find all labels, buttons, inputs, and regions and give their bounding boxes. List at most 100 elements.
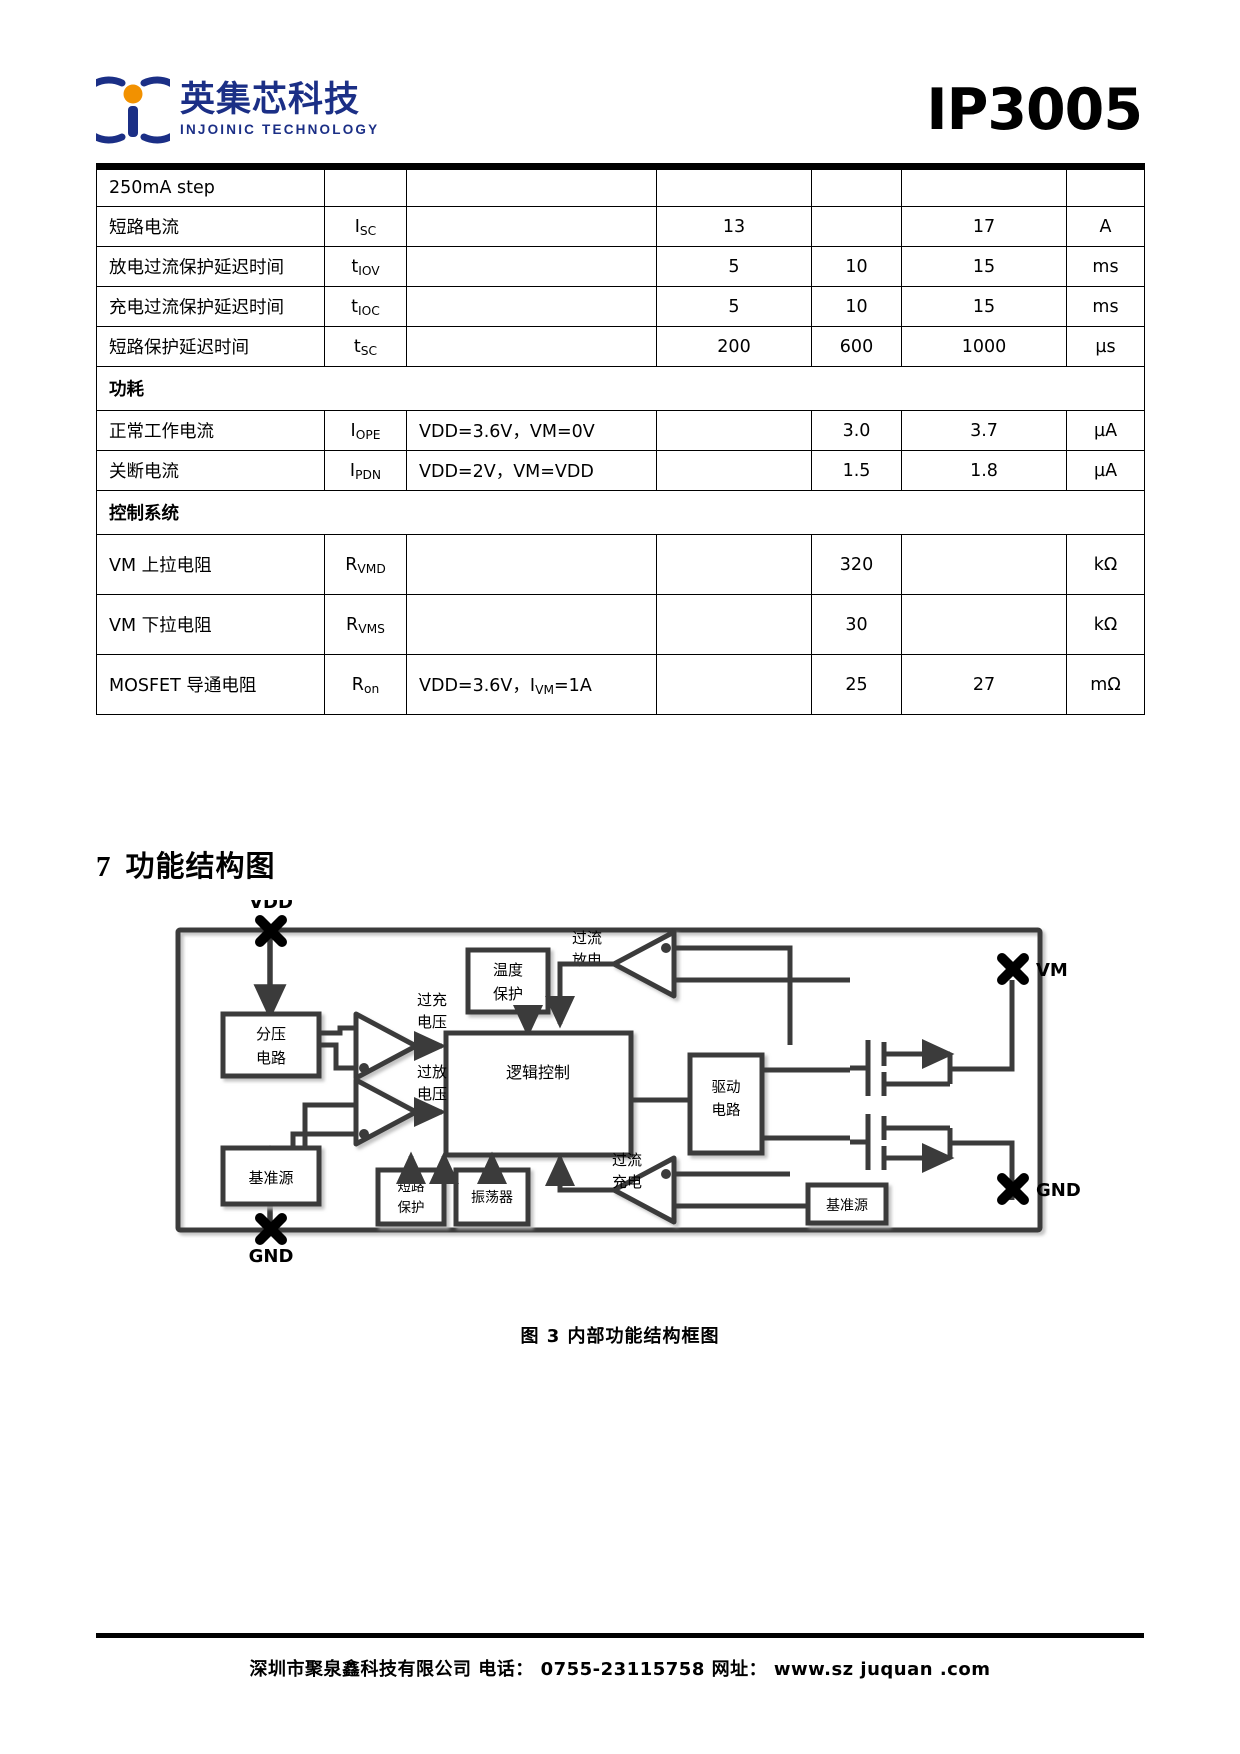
section-number: 7	[96, 851, 112, 883]
cell-max	[901, 166, 1067, 207]
table-row: VM 上拉电阻 RVMD 320 kΩ	[96, 534, 1145, 595]
symbol-base: t	[351, 296, 359, 317]
condition-tail: =1A	[554, 676, 592, 696]
logic-to-driver	[631, 1067, 850, 1141]
injoinic-logo-icon	[75, 73, 191, 147]
cell-condition	[406, 534, 657, 595]
label-oc-charge-1: 过流	[612, 1151, 642, 1169]
cell-max: 3.7	[901, 410, 1067, 451]
table-row: 短路电流 ISC 13 17 A	[96, 206, 1145, 247]
symbol-base: I	[350, 420, 356, 441]
cell-condition	[406, 326, 657, 367]
cell-param: 正常工作电流	[96, 410, 325, 451]
comparator-overdischarge	[353, 1077, 419, 1147]
section-title: 功能结构图	[125, 849, 276, 883]
footer-contact-info: 深圳市聚泉鑫科技有限公司 电话： 0755-23115758 网址： www.s…	[249, 1659, 991, 1680]
cell-typ: 600	[811, 326, 902, 367]
cell-min: 13	[656, 206, 812, 247]
symbol-subscript: IOC	[358, 303, 380, 318]
cell-unit: µs	[1066, 326, 1145, 367]
block-short-label-2: 保护	[398, 1200, 425, 1216]
table-row: 关断电流 IPDN VDD=2V，VM=VDD 1.5 1.8 µA	[96, 450, 1145, 491]
label-oc-discharge-1: 过流	[572, 929, 602, 947]
cell-min	[656, 166, 812, 207]
section-label: 控制系统	[96, 490, 1145, 535]
cell-symbol: Ron	[324, 654, 407, 715]
figure-caption: 图 3 内部功能结构框图	[520, 1326, 720, 1347]
block-logic-label: 逻辑控制	[506, 1063, 570, 1082]
cell-unit: kΩ	[1066, 534, 1145, 595]
cell-condition: VDD=3.6V，IVM=1A	[406, 654, 657, 715]
pin-label-gnd-bottom: GND	[249, 1246, 294, 1267]
label-oc-charge-2: 充电	[612, 1173, 642, 1191]
cell-symbol: tSC	[324, 326, 407, 367]
section-label: 功耗	[96, 366, 1145, 411]
cell-min	[656, 450, 812, 491]
pin-label-vm: VM	[1036, 960, 1068, 981]
cell-unit: mΩ	[1066, 654, 1145, 715]
cell-typ: 10	[811, 246, 902, 287]
table-row: MOSFET 导通电阻 Ron VDD=3.6V，IVM=1A 25 27 mΩ	[96, 654, 1145, 715]
comparator-overcharge	[353, 1011, 419, 1081]
table-row: VM 下拉电阻 RVMS 30 kΩ	[96, 594, 1145, 655]
table-row: 250mA step	[96, 166, 1145, 207]
pin-vdd-terminal	[255, 915, 287, 947]
cell-param: 关断电流	[96, 450, 325, 491]
cell-typ: 320	[811, 534, 902, 595]
mosfet-upper	[865, 1039, 955, 1096]
logic-bottom-inputs	[396, 1151, 507, 1184]
label-overdischarge-1: 过放	[417, 1063, 447, 1081]
cell-max: 15	[901, 246, 1067, 287]
cell-min	[656, 534, 812, 595]
cell-condition	[406, 286, 657, 327]
cell-max	[901, 534, 1067, 595]
logo-chinese-name: 英集芯科技	[180, 80, 361, 121]
cell-unit: µA	[1066, 450, 1145, 491]
cell-typ: 10	[811, 286, 902, 327]
cell-min: 200	[656, 326, 812, 367]
block-temp-label-1: 温度	[493, 961, 523, 979]
block-logic-control	[443, 1030, 634, 1158]
cell-max: 27	[901, 654, 1067, 715]
cell-max: 1.8	[901, 450, 1067, 491]
symbol-subscript: VMD	[357, 561, 386, 576]
page-header: 英集芯科技 INJOINIC TECHNOLOGY IP3005	[75, 62, 1144, 158]
electrical-spec-table: 250mA step 短路电流 ISC 13 17 A 放电过流保护延迟时间 t…	[96, 163, 1145, 715]
cell-typ: 3.0	[811, 410, 902, 451]
symbol-subscript: SC	[360, 343, 378, 358]
table-row: 充电过流保护延迟时间 tIOC 5 10 15 ms	[96, 286, 1145, 327]
cell-param: 短路电流	[96, 206, 325, 247]
symbol-base: t	[353, 336, 361, 357]
table-body: 250mA step 短路电流 ISC 13 17 A 放电过流保护延迟时间 t…	[96, 166, 1145, 715]
logo-wordmark: 英集芯科技 INJOINIC TECHNOLOGY	[180, 83, 379, 137]
table-section-row: 控制系统	[96, 490, 1145, 535]
cell-condition	[406, 246, 657, 287]
table-row: 正常工作电流 IOPE VDD=3.6V，VM=0V 3.0 3.7 µA	[96, 410, 1145, 451]
mosfet-lower	[865, 1114, 955, 1173]
symbol-subscript: VMS	[358, 621, 385, 636]
cell-unit: ms	[1066, 286, 1145, 327]
cell-param: VM 上拉电阻	[96, 534, 325, 595]
symbol-subscript: IOV	[358, 263, 380, 278]
cell-param: 充电过流保护延迟时间	[96, 286, 325, 327]
cell-max	[901, 594, 1067, 655]
cell-typ	[811, 166, 902, 207]
block-divider-label-1: 分压	[256, 1025, 286, 1043]
cell-typ	[811, 206, 902, 247]
cell-unit: kΩ	[1066, 594, 1145, 655]
pin-label-gnd-right: GND	[1036, 1180, 1081, 1201]
mosfet-connections	[850, 980, 1015, 1200]
pin-label-vdd: VDD	[249, 900, 293, 913]
block-driver-label-2: 电路	[712, 1102, 741, 1119]
pin-gnd-bottom-terminal	[255, 1213, 287, 1245]
cell-max: 1000	[901, 326, 1067, 367]
pin-vm-terminal	[997, 953, 1029, 985]
cell-symbol: RVMS	[324, 594, 407, 655]
cell-param: 短路保护延迟时间	[96, 326, 325, 367]
symbol-base: I	[349, 460, 356, 481]
label-overdischarge-2: 电压	[417, 1085, 447, 1103]
pin-gnd-right-terminal	[997, 1173, 1029, 1205]
symbol-base: R	[351, 674, 364, 695]
comparator-overcurrent-charge	[611, 1155, 677, 1225]
